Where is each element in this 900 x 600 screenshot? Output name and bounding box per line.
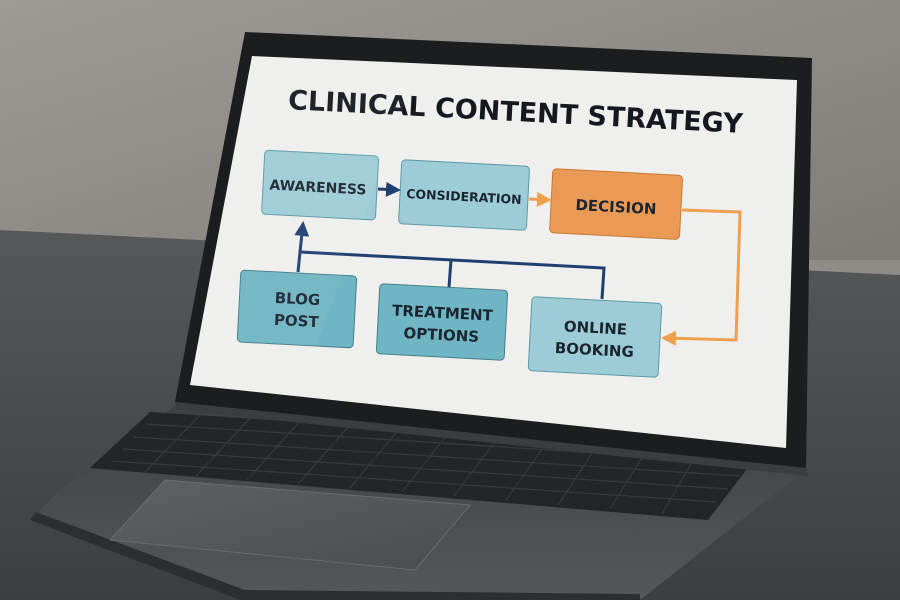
node-online-booking-line2: BOOKING: [554, 339, 634, 361]
node-online-booking: ONLINE BOOKING: [527, 296, 663, 378]
feedback-line-bus: [296, 250, 606, 300]
node-consideration-label: CONSIDERATION: [406, 186, 522, 207]
arrow-decision-to-online-booking: [661, 208, 742, 346]
node-treatment-options-line1: TREATMENT: [392, 301, 494, 324]
arrow-consideration-to-decision: [528, 191, 552, 207]
trackpad: [108, 479, 472, 571]
node-blog-post: BLOG POST: [236, 269, 358, 349]
node-decision-label: DECISION: [575, 196, 657, 218]
feedback-line-treatment: [447, 259, 453, 288]
node-decision: DECISION: [549, 168, 683, 240]
laptop-base-front-edge: [30, 512, 640, 600]
node-awareness-label: AWARENESS: [269, 177, 367, 198]
laptop-hinge: [175, 402, 808, 476]
keyboard: [90, 412, 760, 520]
node-online-booking-line1: ONLINE: [563, 317, 627, 338]
node-treatment-options-line2: OPTIONS: [403, 324, 480, 346]
node-blog-post-line1: BLOG: [274, 289, 320, 309]
node-awareness: AWARENESS: [261, 149, 379, 221]
arrow-awareness-to-consideration: [377, 181, 401, 197]
arrow-feedback-to-awareness: [294, 221, 310, 253]
node-blog-post-line2: POST: [273, 311, 319, 331]
screen-glare: [190, 56, 420, 390]
node-treatment-options: TREATMENT OPTIONS: [375, 283, 509, 361]
node-consideration: CONSIDERATION: [398, 159, 530, 231]
